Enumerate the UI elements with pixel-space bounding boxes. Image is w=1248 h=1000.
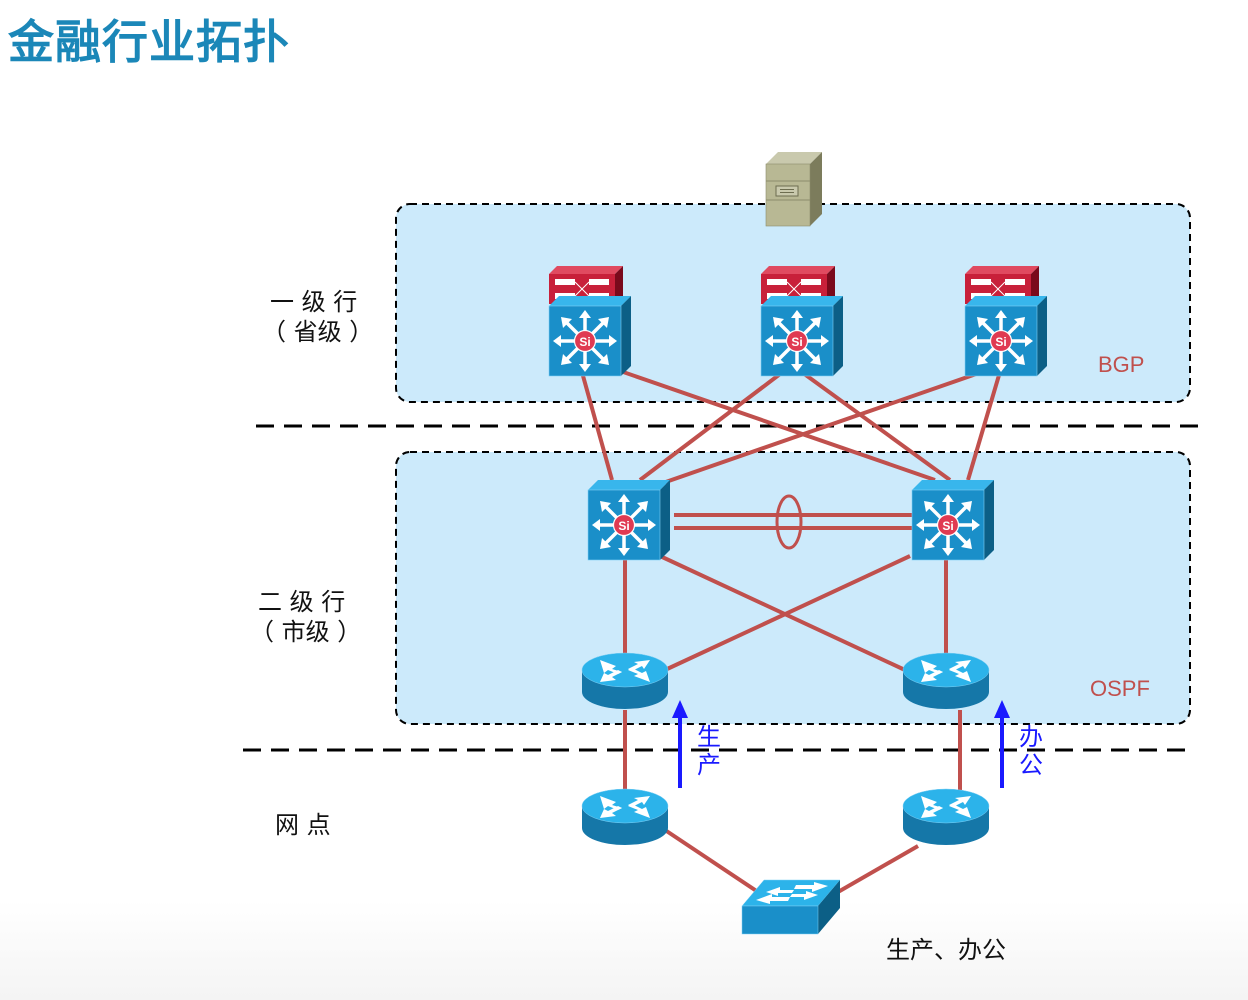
link <box>663 828 760 894</box>
l3-switch-icon <box>547 294 633 378</box>
tier2-sublabel: （ 市级 ） <box>250 618 361 646</box>
tier1-device-3[interactable] <box>963 265 1049 378</box>
arrow-up-icon <box>672 700 688 718</box>
protocol-label-ospf: OSPF <box>1090 676 1150 701</box>
etherchannel-bundle-icon <box>775 494 803 550</box>
tier2-router-icon[interactable] <box>581 652 669 710</box>
tier1-label: 一 级 行 <box>270 288 357 316</box>
branch-router-icon[interactable] <box>902 788 990 846</box>
flow-label-office-1: 办 <box>1019 723 1043 751</box>
protocol-label-bgp: BGP <box>1098 352 1144 377</box>
uplink-group <box>578 363 1004 894</box>
tier2-label: 二 级 行 <box>258 588 345 616</box>
l3-switch-icon <box>963 294 1049 378</box>
server-icon[interactable] <box>765 151 823 227</box>
arrow-up-icon <box>994 700 1010 718</box>
link <box>659 363 1003 486</box>
link <box>790 363 952 482</box>
flow-label-production-2: 产 <box>697 751 721 779</box>
link <box>966 364 1004 481</box>
branch-switch-icon[interactable] <box>741 879 841 935</box>
flow-label-office-2: 公 <box>1019 751 1043 779</box>
tier2-zone <box>395 451 1191 725</box>
tier1-sublabel: （ 省级 ） <box>262 318 373 346</box>
page-title: 金融行业拓扑 <box>8 15 290 69</box>
tier2-l3-switch-icon[interactable] <box>586 478 672 562</box>
link <box>837 844 919 894</box>
flow-label-production-1: 生 <box>697 723 721 751</box>
l3-switch-icon <box>759 294 845 378</box>
tier2-l3-switch-icon[interactable] <box>910 478 996 562</box>
link <box>602 363 936 482</box>
link <box>664 554 911 672</box>
link <box>659 554 906 672</box>
link <box>578 364 614 481</box>
tier1-device-2[interactable] <box>759 265 845 378</box>
branch-router-icon[interactable] <box>581 788 669 846</box>
link <box>638 363 794 482</box>
branch-caption: 生产、办公 <box>886 936 1006 964</box>
tier3-label: 网 点 <box>275 811 331 839</box>
flow-arrow-office <box>994 700 1010 788</box>
tier2-router-icon[interactable] <box>902 652 990 710</box>
tier1-device-1[interactable] <box>547 265 633 378</box>
flow-arrow-production <box>672 700 688 788</box>
